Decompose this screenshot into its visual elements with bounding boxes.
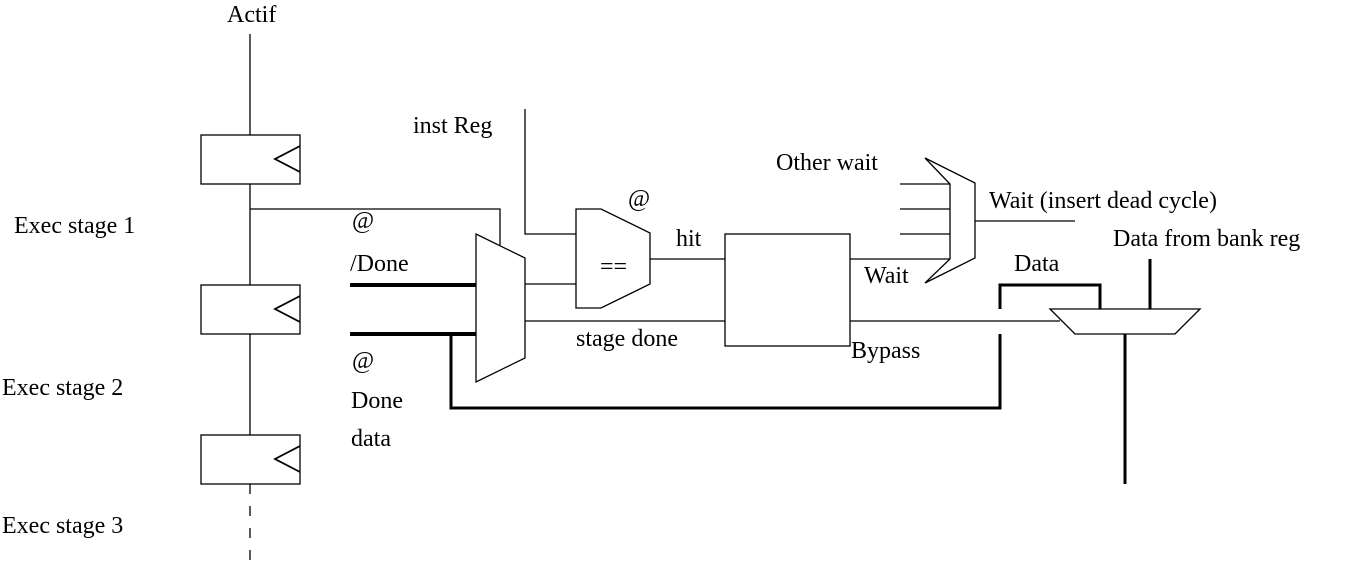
clock-icon xyxy=(273,145,301,173)
data-from-bank-reg-label: Data from bank reg xyxy=(1113,226,1300,252)
stage1-select-wire xyxy=(250,208,501,245)
pipeline-register-3 xyxy=(200,434,301,485)
bypass-mux xyxy=(1048,308,1202,335)
pipeline-register-2 xyxy=(200,284,301,335)
data-input-label: Data xyxy=(1014,251,1060,277)
data-label: data xyxy=(351,426,391,452)
done-addr-at-label: @ xyxy=(352,208,374,234)
pipeline-register-1 xyxy=(200,134,301,185)
clock-icon xyxy=(273,295,301,323)
wait-output-label: Wait (insert dead cycle) xyxy=(989,188,1217,214)
inst-reg-wire xyxy=(524,109,576,235)
done-mux xyxy=(475,232,526,384)
bypass-label: Bypass xyxy=(851,338,920,364)
control-logic-block xyxy=(724,233,851,347)
stage-done-label: stage done xyxy=(576,326,678,352)
wait-input-label: Wait xyxy=(864,263,909,289)
address-comparator xyxy=(575,208,651,309)
done-label: Done xyxy=(351,388,403,414)
done-data-at-label: @ xyxy=(352,348,374,374)
other-wait-label: Other wait xyxy=(776,150,878,176)
inst-reg-label: inst Reg xyxy=(413,113,492,139)
exec-stage-3-label: Exec stage 3 xyxy=(2,513,123,539)
data-bus xyxy=(998,283,1102,309)
comparator-at-label: @ xyxy=(628,186,650,212)
done-data-feedback-bus xyxy=(449,334,1002,410)
wait-or-gate xyxy=(924,157,976,284)
clock-icon xyxy=(273,445,301,473)
exec-stage-2-label: Exec stage 2 xyxy=(2,375,123,401)
slash-done-label: /Done xyxy=(350,251,409,277)
exec-stage-1-label: Exec stage 1 xyxy=(14,213,135,239)
comparator-op-label: == xyxy=(600,254,627,280)
hit-label: hit xyxy=(676,226,702,252)
actif-label: Actif xyxy=(227,2,276,28)
